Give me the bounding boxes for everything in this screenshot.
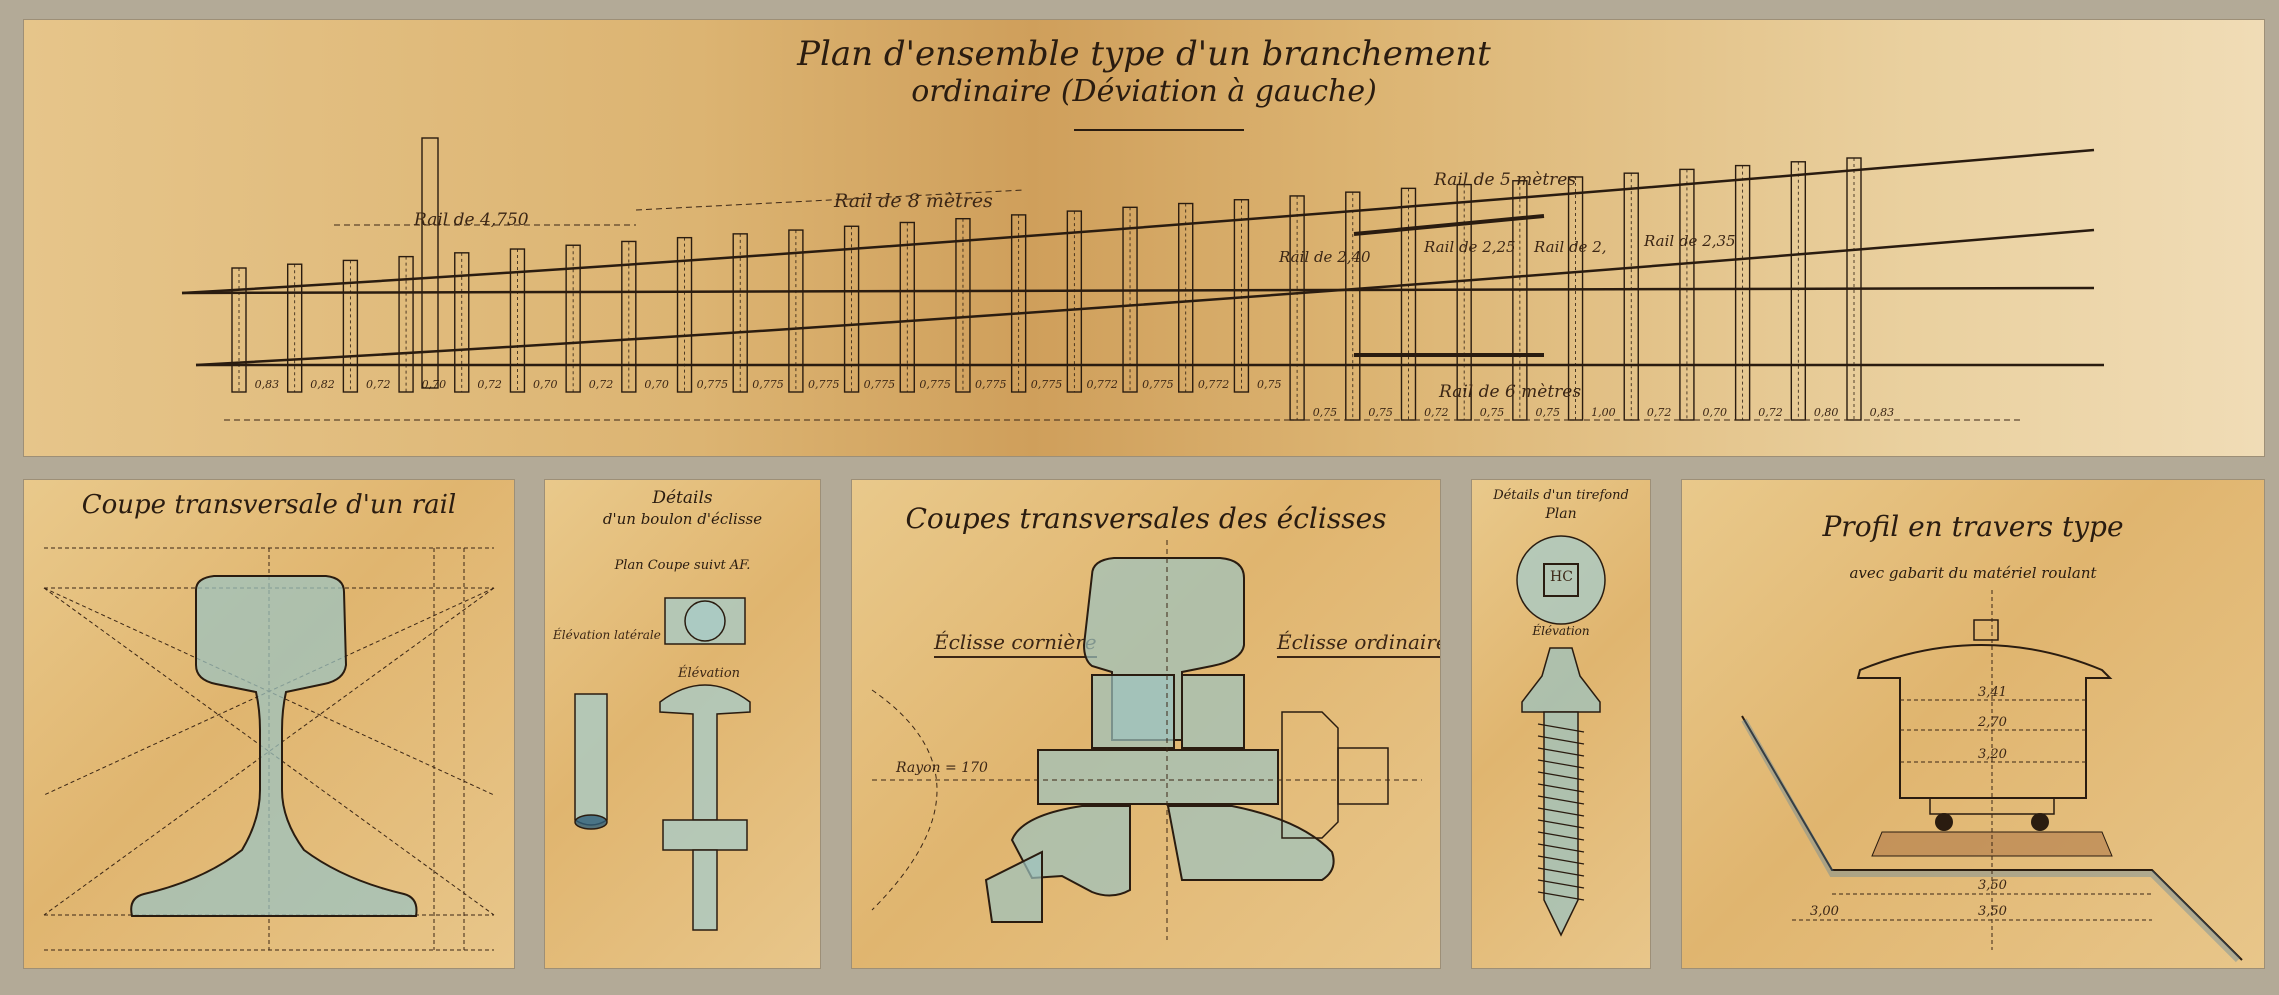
screw-thread [1537,843,1585,853]
screw-thread [1537,855,1585,865]
tirefond-stamp: HC [1550,569,1573,585]
spacing-label: 0,775 [697,378,729,391]
profile-dim-1: 3,41 [1978,685,2007,700]
turnout-plan-panel: Plan d'ensemble type d'un branchement or… [24,20,2264,456]
spacing-label: 0,75 [1313,406,1338,419]
spacing-label: 0,83 [255,378,280,391]
bolt-elevation-laterale-label: Élévation latérale [553,628,661,642]
fishplates-drawing [871,540,1422,940]
plan-title-line2: ordinaire (Déviation à gauche) [911,74,1377,109]
straight-rail-upper [181,286,2095,295]
fishplates-title: Coupes transversales des éclisses [905,502,1387,535]
spacing-label: 0,775 [975,378,1007,391]
rail-section-title: Coupe transversale d'un rail [81,490,457,520]
profile-dim-4: 3,50 [1978,878,2007,893]
spacing-label: 0,775 [864,378,896,391]
rail-profile-shape [130,575,418,917]
spacing-label: 0,70 [1703,406,1728,419]
profile-panel: Profil en travers type avec gabarit du m… [1682,480,2264,968]
spacing-label: 0,70 [533,378,558,391]
spacing-label: 0,775 [808,378,840,391]
screw-thread [1537,747,1585,757]
spacing-label: 0,72 [1424,406,1449,419]
spacing-label: 0,75 [1480,406,1505,419]
screw-thread [1537,867,1585,877]
rail-5m-label: Rail de 5 mètres [1434,170,1577,190]
sleeper [1178,202,1194,393]
bolt-title-line1: Détails [652,488,713,508]
spacing-label: 0,80 [1814,406,1839,419]
spacing-label: 1,00 [1591,406,1616,419]
profile-dim-3: 3,20 [1978,747,2007,762]
spacing-label: 0,72 [366,378,391,391]
screw-thread [1537,795,1585,805]
tirefond-title: Détails d'un tirefond [1493,488,1629,503]
fishplates-panel: Coupes transversales des éclisses Écliss… [852,480,1440,968]
spacing-label: 0,82 [310,378,335,391]
profile-dim-6: 3,00 [1810,904,1839,919]
profile-subtitle: avec gabarit du matériel roulant [1849,564,2097,582]
tirefond-drawing [1516,535,1606,937]
rail-section-drawing [43,547,495,951]
diverging-rail-inner [195,228,2095,367]
screw-thread [1537,759,1585,769]
bolt-drawing [574,597,751,931]
rail-section-panel: Coupe transversale d'un rail [24,480,514,968]
corner-fishplate-label: Éclisse cornière [934,630,1097,658]
bolt-elevation-label: Élévation [678,666,741,681]
profile-title: Profil en travers type [1822,510,2124,543]
bolt-plan-label: Plan Coupe suivt AF. [614,558,751,573]
screw-thread [1537,771,1585,781]
rail-240-label: Rail de 2,40 [1279,248,1371,266]
guard-rail-upper [1353,214,1545,236]
spacing-label: 0,70 [644,378,669,391]
plan-title-line1: Plan d'ensemble type d'un branchement [797,34,1491,74]
profile-dim-5: 3,50 [1978,904,2007,919]
radius-label: Rayon = 170 [896,760,988,776]
ordinary-fishplate-label: Éclisse ordinaire [1277,630,1440,658]
spacing-label: 0,75 [1368,406,1393,419]
diverging-rail-outer [181,148,2095,295]
spacing-label: 0,72 [589,378,614,391]
rail-235-label: Rail de 2,35 [1644,232,1736,250]
rail-6m-label: Rail de 6 mètres [1439,382,1582,402]
spacing-label: 0,72 [1647,406,1672,419]
spacing-label: 0,72 [477,378,502,391]
signal-post [421,137,439,389]
spacing-label: 0,775 [1031,378,1063,391]
spacing-label: 0,70 [422,378,447,391]
rail-2-label: Rail de 2, [1534,238,1607,256]
screw-thread [1537,831,1585,841]
screw-thread [1537,879,1585,889]
bolt-title-line2: d'un boulon d'éclisse [602,510,763,528]
screw-thread [1537,783,1585,793]
spacing-label: 0,75 [1535,406,1560,419]
bolt-panel: Détails d'un boulon d'éclisse Plan Coupe… [545,480,820,968]
screw-thread [1537,807,1585,817]
sleeper [1289,195,1305,421]
spacing-label: 0,775 [1142,378,1174,391]
spacing-label: 0,775 [752,378,784,391]
screw-thread [1537,819,1585,829]
turnout-plan-drawing: 0,83 0,82 0,72 0,70 0,72 0,70 0,72 0,70 0,775 0,7… [181,129,2104,421]
spacing-label: 0,75 [1257,378,1282,391]
profile-drawing [1741,590,2243,963]
rail-225-label: Rail de 2,25 [1424,238,1516,256]
spacing-label: 0,772 [1198,378,1230,391]
spacing-label: 0,83 [1870,406,1895,419]
tirefond-plan-label: Plan [1545,506,1577,522]
spacing-label: 0,772 [1086,378,1118,391]
rail-4750-label: Rail de 4,750 [414,210,529,230]
spacing-label: 0,72 [1758,406,1783,419]
screw-thread [1537,723,1585,733]
spacing-label: 0,775 [919,378,951,391]
rail-8m-label: Rail de 8 mètres [834,190,993,212]
tirefond-panel: Détails d'un tirefond Plan Élévation HC [1472,480,1650,968]
dimension-line [635,189,1025,211]
profile-dim-2: 2,70 [1978,715,2007,730]
tirefond-elevation-label: Élévation [1532,624,1590,638]
screw-thread [1537,891,1585,901]
screw-thread [1537,735,1585,745]
